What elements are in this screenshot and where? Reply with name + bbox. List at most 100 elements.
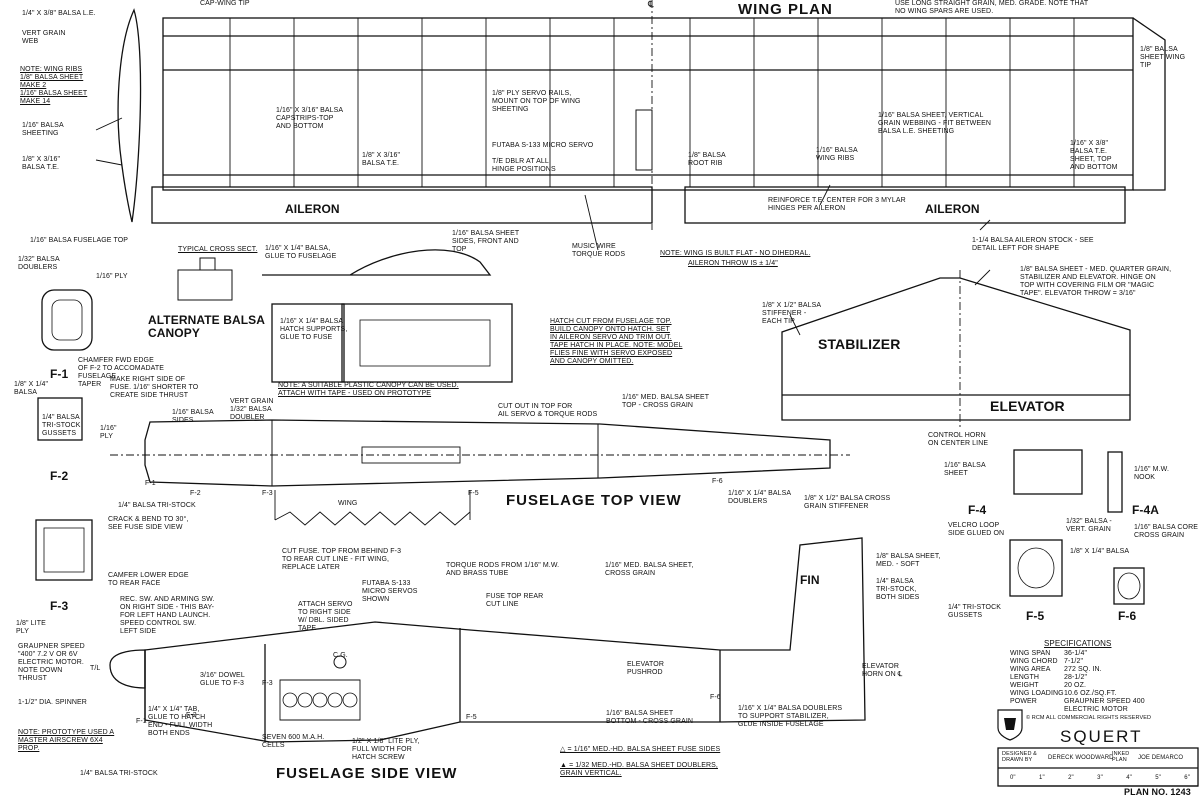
- top-ply-note: 1/16" PLY: [100, 425, 117, 440]
- f2-label: F-2: [50, 469, 69, 483]
- side-bottom-note: 1/16" BALSA SHEET BOTTOM - CROSS GRAIN: [606, 710, 694, 725]
- balsa-te-note: 1/8" x 3/16" BALSA T.E.: [362, 152, 401, 167]
- typical-cross-label: TYPICAL CROSS SECT.: [178, 246, 258, 253]
- section-te-note: 1/8" x 3/16" BALSA T.E.: [22, 156, 61, 171]
- aileron-throw-note: AILERON THROW IS ± 1/4": [688, 260, 778, 267]
- fin-stiff-note: 1/8" x 1/2" BALSA CROSS GRAIN STIFFENER: [804, 495, 891, 510]
- webbing-note: 1/16" BALSA SHEET, VERTICAL GRAIN WEBBIN…: [878, 112, 992, 135]
- hatch-plan: [271, 303, 345, 383]
- top-f6: F-6: [712, 478, 723, 485]
- reinforce-note: REINFORCE T.E. CENTER FOR 3 MYLAR HINGES…: [768, 197, 906, 212]
- camfer-note: CAMFER LOWER EDGE TO REAR FACE: [108, 572, 189, 587]
- side-f3: F-3: [262, 680, 273, 687]
- fuselage-side-title: FUSELAGE SIDE VIEW: [276, 765, 458, 782]
- top-vert-grain-note: VERT GRAIN 1/32" BALSA DOUBLER: [230, 398, 274, 421]
- top-f1: F-1: [145, 480, 156, 487]
- doublers-note: 1/32" BALSA DOUBLERS: [18, 256, 60, 271]
- velcro-note: VELCRO LOOP SIDE GLUED ON: [948, 522, 1005, 537]
- former-f3: [35, 519, 93, 581]
- chamfer-note: CHAMFER FWD EDGE OF F-2 TO ACCOMADATE FU…: [78, 357, 165, 388]
- balsa-18-note: 1/8" x 1/4" BALSA: [14, 381, 49, 396]
- capstrips-note: 1/16" x 3/16" BALSA CAPSTRIPS-TOP AND BO…: [276, 107, 344, 130]
- top-f3: F-3: [262, 490, 273, 497]
- side-tl: T/L: [90, 665, 101, 672]
- f4-sheet-note: 1/16" BALSA SHEET: [944, 462, 986, 477]
- wing-ribs-note: 1/16" BALSA WING RIBS: [816, 147, 858, 162]
- spinner: [109, 649, 146, 689]
- prop-note: NOTE: PROTOTYPE USED A MASTER AIRSCREW 6…: [18, 729, 115, 752]
- f5-label: F-5: [1026, 609, 1045, 623]
- servo-rails-note: 1/8" PLY SERVO RAILS, MOUNT ON TOP OF WI…: [492, 90, 581, 113]
- former-f1: [37, 397, 83, 441]
- lite-ply-note: 1/8" LITE PLY: [16, 620, 46, 635]
- inker-name: JOE DEMARCO: [1138, 755, 1184, 761]
- section-sheeting-note: 1/16" BALSA SHEETING: [22, 122, 64, 137]
- top-doublers-note: 1/16" x 1/4" BALSA DOUBLERS: [728, 490, 792, 505]
- rec-sw-note: REC. SW. AND ARMING SW. ON RIGHT SIDE - …: [120, 596, 215, 635]
- aileron-stock-note: 1-1/4 BALSA AILERON STOCK - SEE DETAIL L…: [972, 237, 1094, 252]
- hatch-note: HATCH CUT FROM FUSELAGE TOP. BUILD CANOP…: [550, 318, 683, 365]
- designed-label: DESIGNED & DRAWN BY: [1002, 751, 1037, 763]
- side-med-sheet-note: 1/16" MED. BALSA SHEET, CROSS GRAIN: [605, 562, 694, 577]
- top-wing-label: WING: [338, 500, 358, 507]
- top-f5: F-5: [468, 490, 479, 497]
- copyright: © RCM ALL COMMERCIAL RIGHTS RESERVED: [1026, 715, 1152, 721]
- built-flat-note: NOTE: WING IS BUILT FLAT - NO DIHEDRAL.: [660, 250, 811, 257]
- section-le-note: 1/4" x 3/8" BALSA L.E.: [22, 10, 96, 17]
- top-sides-note: 1/16" BALSA SIDES: [172, 409, 214, 424]
- former-f6: [1113, 567, 1145, 605]
- tristock-note: 1/4" BALSA TRI-STOCK GUSSETS: [42, 414, 81, 437]
- wing-ribs: [229, 18, 1075, 187]
- designer-name: DERECK WOODWARD: [1048, 755, 1114, 761]
- motor-note: GRAUPNER SPEED "400" 7.2 V OR 6V ELECTRI…: [18, 643, 85, 682]
- le-sheet-note: 1/16" x 3/8" BALSA T.E. SHEET, TOP AND B…: [1070, 140, 1118, 171]
- wing-plan: [151, 0, 1166, 230]
- scale-bar: 0" 1" 2" 3" 4" 5" 6": [1010, 775, 1190, 781]
- fuselage-top-title: FUSELAGE TOP VIEW: [506, 492, 682, 509]
- music-wire-note: MUSIC WIRE TORQUE RODS: [572, 243, 626, 258]
- f4a-label: F-4A: [1132, 503, 1160, 517]
- cg-label: C.G.: [333, 652, 348, 659]
- canopy-profile: [262, 249, 492, 276]
- section-web-note: VERT GRAIN WEB: [22, 30, 66, 45]
- wing-section: [117, 8, 142, 223]
- tip-sheet-note: 1/8" BALSA SHEET WING TIP: [1140, 46, 1186, 69]
- cap-tip-note: CAP-WING TIP: [200, 0, 250, 7]
- f5-balsa-note: 1/8" x 1/4" BALSA: [1070, 548, 1130, 555]
- f3-label: F-3: [50, 599, 69, 613]
- lite-ply-side-note: 1/2" x 1/8" LITE PLY, FULL WIDTH FOR HAT…: [352, 738, 420, 761]
- side-f1: F-1: [136, 718, 147, 725]
- wing-outline: [162, 17, 1134, 191]
- tab-note: 1/4" x 1/4" TAB, GLUE TO HATCH END - FUL…: [148, 706, 213, 737]
- fin-label: FIN: [800, 573, 820, 587]
- f6-label: F-6: [1118, 609, 1137, 623]
- specs-title: SPECIFICATIONS: [1044, 639, 1112, 648]
- plastic-canopy-note: NOTE: A SUITABLE PLASTIC CANOPY CAN BE U…: [278, 382, 459, 397]
- inked-label: INKED PLAN: [1112, 751, 1130, 763]
- canopy-title: ALTERNATE BALSA CANOPY: [148, 313, 266, 340]
- plane-name: SQUERT: [1060, 727, 1143, 746]
- fuselage-top-outline: [144, 419, 831, 487]
- control-horn-note: CONTROL HORN ON CENTER LINE: [928, 432, 989, 447]
- wing-aileron-right: [684, 186, 1126, 224]
- canopy-sides-note: 1/16" BALSA SHEET SIDES, FRONT AND TOP: [452, 230, 520, 253]
- stab-note: 1/8" BALSA SHEET - MED. QUARTER GRAIN, S…: [1020, 266, 1172, 297]
- spar-note: USE LONG STRAIGHT GRAIN, MED. GRADE. NOT…: [895, 0, 1089, 15]
- ply-note: 1/16" PLY: [96, 273, 128, 280]
- attach-servo-note: ATTACH SERVO TO RIGHT SIDE W/ DBL. SIDED…: [298, 601, 353, 632]
- fin-tri-note: 1/4" BALSA TRI-STOCK, BOTH SIDES: [876, 578, 920, 601]
- legend-2: ▲ = 1/32 MED.-HD. BALSA SHEET DOUBLERS, …: [560, 762, 718, 777]
- top-f2: F-2: [190, 490, 201, 497]
- stiffener-note: 1/8" x 1/2" BALSA STIFFENER - EACH TIP: [762, 302, 822, 325]
- cut-fuse-note: CUT FUSE. TOP FROM BEHIND F-3 TO REAR CU…: [282, 548, 402, 571]
- side-f5: F-5: [466, 714, 477, 721]
- section-ribs-note: NOTE: WING RIBS 1/8" BALSA SHEET MAKE 2 …: [20, 66, 88, 105]
